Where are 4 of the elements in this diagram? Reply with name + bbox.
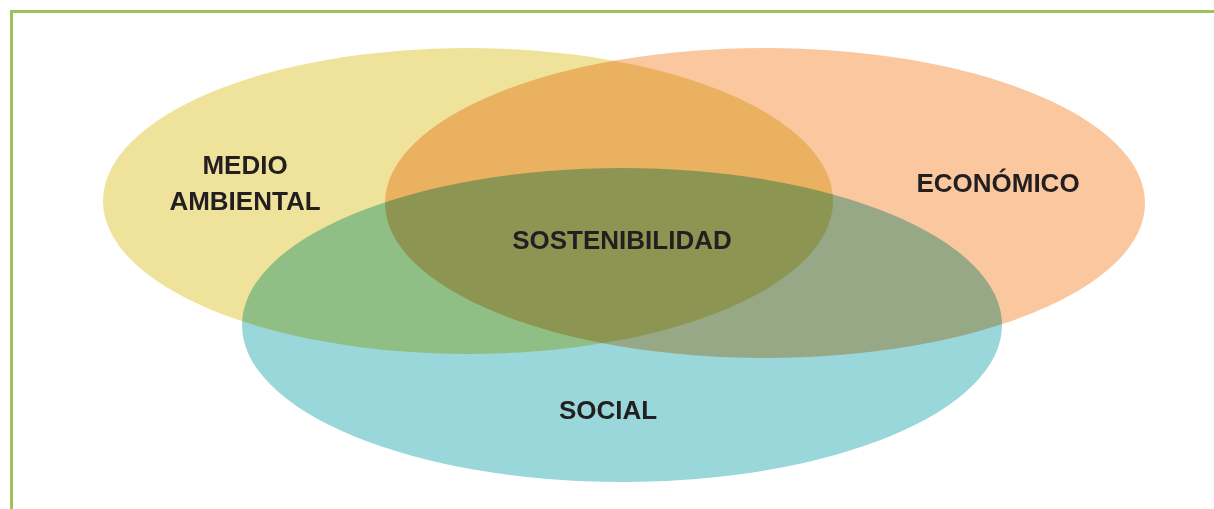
circle-label: ECONÓMICO: [915, 166, 1081, 200]
circle-label: MEDIO AMBIENTAL: [168, 148, 322, 218]
center-label: SOSTENIBILIDAD: [512, 223, 732, 257]
circle-label: SOCIAL: [557, 393, 659, 427]
